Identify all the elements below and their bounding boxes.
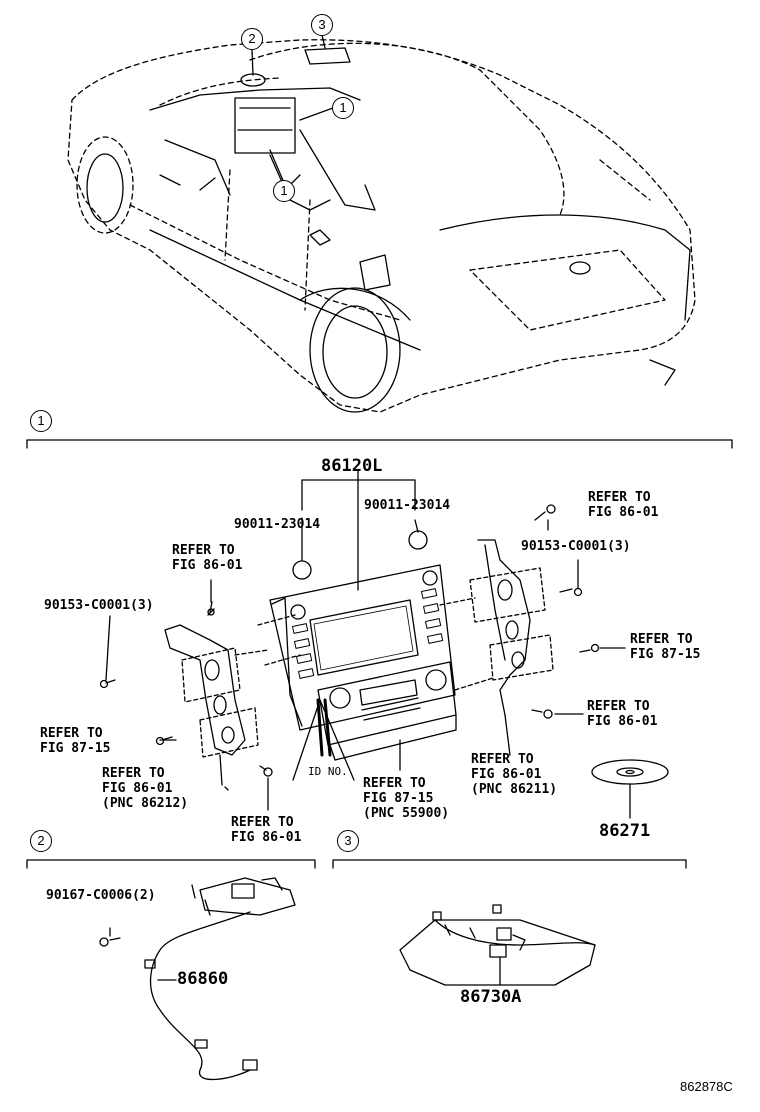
callout-1-car-b[interactable]: 1 xyxy=(273,180,295,202)
ref-fig-link[interactable]: FIG 86-01 xyxy=(471,767,542,782)
ref-line: REFER TO xyxy=(630,632,693,647)
overhead-module-drawing xyxy=(399,904,596,986)
ref-right-1: REFER TO FIG 87-15 xyxy=(630,632,700,662)
figure-code: 862878C xyxy=(680,1079,733,1094)
screw-left-label[interactable]: 90011-23014 xyxy=(234,517,321,532)
ref-right-bottom: REFER TO FIG 86-01 (PNC 86211) xyxy=(471,752,557,797)
ref-left-2: REFER TO FIG 86-01 (PNC 86212) xyxy=(102,766,188,811)
ref-fig-link[interactable]: FIG 86-01 xyxy=(102,781,173,796)
part-86860-label[interactable]: 86860 xyxy=(177,969,229,989)
bolt-90167-label[interactable]: 90167-C0006(2) xyxy=(46,888,156,903)
ref-bottom: REFER TO FIG 86-01 xyxy=(231,815,301,845)
section-1-callout[interactable]: 1 xyxy=(30,410,52,432)
ref-left-1: REFER TO FIG 87-15 xyxy=(40,726,110,756)
id-no-label: ID NO. xyxy=(308,765,348,778)
ref-top-right: REFER TO FIG 86-01 xyxy=(588,490,658,520)
ref-line: REFER TO xyxy=(231,815,294,830)
ref-fig-link[interactable]: FIG 86-01 xyxy=(587,714,658,729)
ref-line: REFER TO xyxy=(588,490,651,505)
screw-right-label[interactable]: 90011-23014 xyxy=(364,498,451,513)
ref-line: REFER TO xyxy=(363,776,426,791)
ref-line: REFER TO xyxy=(172,543,235,558)
ref-line: REFER TO xyxy=(587,699,650,714)
callout-1-car-a[interactable]: 1 xyxy=(332,97,354,119)
ref-fig-link[interactable]: FIG 87-15 xyxy=(630,647,701,662)
navigation-unit-drawing xyxy=(99,469,669,819)
part-86271-label[interactable]: 86271 xyxy=(599,821,651,841)
ref-line: REFER TO xyxy=(40,726,103,741)
part-86120L-label[interactable]: 86120L xyxy=(321,456,383,476)
harness-drawing xyxy=(99,877,296,1081)
ref-fig-link[interactable]: FIG 86-01 xyxy=(172,558,243,573)
ref-pnc: (PNC 86211) xyxy=(471,782,558,797)
bolt-left-label[interactable]: 90153-C0001(3) xyxy=(44,598,154,613)
section-3-callout[interactable]: 3 xyxy=(337,830,359,852)
ref-line: REFER TO xyxy=(102,766,165,781)
ref-pnc: (PNC 55900) xyxy=(363,806,450,821)
bolt-right-label[interactable]: 90153-C0001(3) xyxy=(521,539,631,554)
ref-line: REFER TO xyxy=(471,752,534,767)
callout-3-car[interactable]: 3 xyxy=(311,14,333,36)
ref-fig-link[interactable]: FIG 86-01 xyxy=(231,830,302,845)
ref-right-2: REFER TO FIG 86-01 xyxy=(587,699,657,729)
section-2-callout[interactable]: 2 xyxy=(30,830,52,852)
ref-fig-link[interactable]: FIG 87-15 xyxy=(363,791,434,806)
ref-pnc: (PNC 86212) xyxy=(102,796,189,811)
part-86730A-label[interactable]: 86730A xyxy=(460,987,522,1007)
ref-top-left: REFER TO FIG 86-01 xyxy=(172,543,242,573)
ref-center: REFER TO FIG 87-15 (PNC 55900) xyxy=(363,776,449,821)
car-illustration xyxy=(67,34,696,413)
callout-2-car[interactable]: 2 xyxy=(241,28,263,50)
ref-fig-link[interactable]: FIG 87-15 xyxy=(40,741,111,756)
ref-fig-link[interactable]: FIG 86-01 xyxy=(588,505,659,520)
